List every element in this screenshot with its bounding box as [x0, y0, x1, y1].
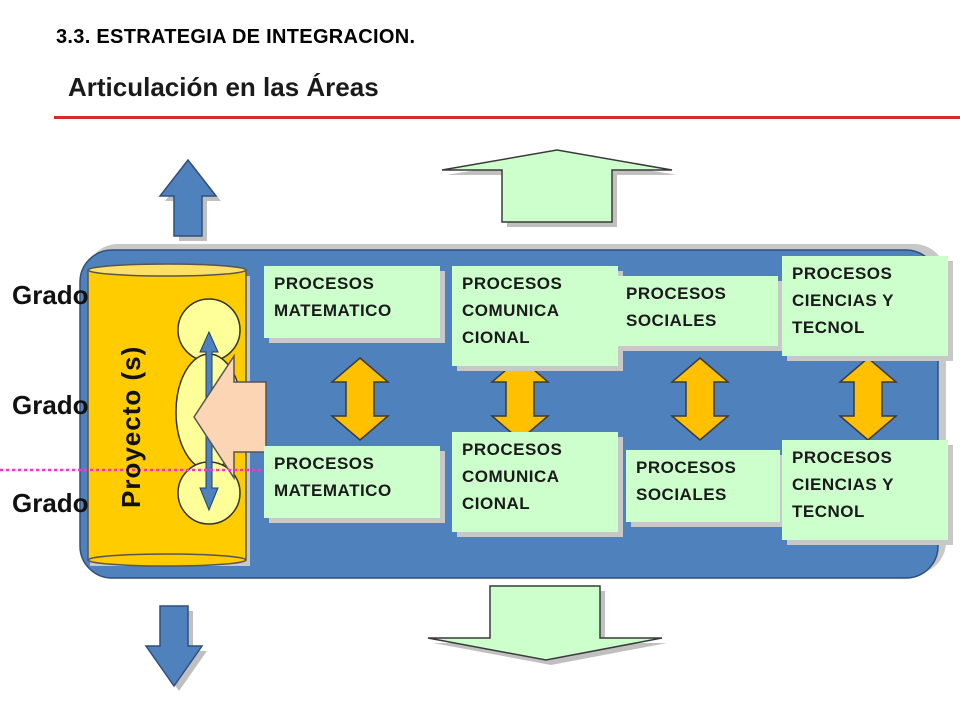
project-label: Proyecto (s)	[116, 345, 146, 508]
box-line: PROCESOS	[636, 458, 737, 477]
project-cylinder	[87, 263, 267, 567]
down-arrow-center-icon	[427, 585, 667, 665]
process-box-top-science: PROCESOS CIENCIAS Y TECNOL	[782, 256, 948, 356]
grade-label: Grado	[12, 390, 89, 420]
process-box-top-communication: PROCESOS COMUNICA CIONAL	[452, 266, 618, 366]
box-line: PROCESOS	[274, 274, 375, 293]
section-heading: 3.3. ESTRATEGIA DE INTEGRACION.	[56, 26, 416, 48]
process-box-top-social: PROCESOS SOCIALES	[616, 276, 778, 346]
box-line: CIONAL	[462, 328, 531, 347]
process-box-bottom-communication: PROCESOS COMUNICA CIONAL	[452, 432, 618, 532]
up-arrow-center-icon	[441, 149, 677, 227]
box-line: PROCESOS	[792, 264, 893, 283]
box-line: PROCESOS	[274, 454, 375, 473]
box-line: PROCESOS	[462, 440, 563, 459]
process-box-bottom-math: PROCESOS MATEMATICO	[264, 446, 440, 518]
box-line: PROCESOS	[626, 284, 727, 303]
slide-title: Articulación en las Áreas	[68, 72, 379, 102]
box-line: SOCIALES	[636, 485, 727, 504]
box-line: PROCESOS	[792, 448, 893, 467]
box-line: PROCESOS	[462, 274, 563, 293]
box-line: CIONAL	[462, 494, 531, 513]
box-line: COMUNICA	[462, 301, 560, 320]
grade-label: Grado	[12, 488, 89, 518]
double-arrow-icon	[329, 357, 899, 441]
box-line: SOCIALES	[626, 311, 717, 330]
box-line: TECNOL	[792, 318, 865, 337]
up-arrow-left-icon	[158, 158, 221, 241]
title-rule	[54, 116, 960, 119]
box-line: MATEMATICO	[274, 301, 392, 320]
down-arrow-left-icon	[144, 605, 207, 691]
box-line: CIENCIAS Y	[792, 475, 894, 494]
box-line: TECNOL	[792, 502, 865, 521]
box-line: CIENCIAS Y	[792, 291, 894, 310]
process-box-bottom-science: PROCESOS CIENCIAS Y TECNOL	[782, 440, 948, 540]
double-arrow-icon	[669, 357, 731, 441]
grade-label: Grado	[12, 280, 89, 310]
box-line: MATEMATICO	[274, 481, 392, 500]
process-box-top-math: PROCESOS MATEMATICO	[264, 266, 440, 338]
process-box-bottom-social: PROCESOS SOCIALES	[626, 450, 780, 522]
box-line: COMUNICA	[462, 467, 560, 486]
double-arrow-icon	[329, 357, 391, 441]
